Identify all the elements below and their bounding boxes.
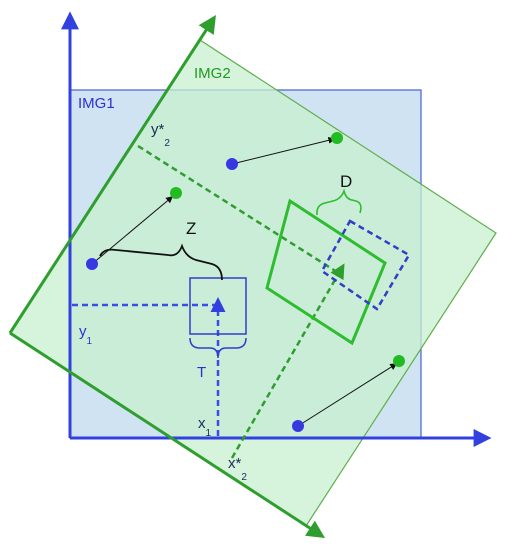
point-blue-2 <box>86 258 98 270</box>
img2-x-axis <box>9 331 326 538</box>
match-arrow-3 <box>297 363 398 427</box>
transformed-template-box <box>320 219 411 311</box>
t-brace <box>189 337 247 359</box>
point-blue-1 <box>226 158 238 170</box>
template-d-box <box>265 198 387 346</box>
t-label: T <box>197 364 206 381</box>
img1-label: IMG1 <box>78 95 115 112</box>
x1-label: x1 <box>198 415 212 439</box>
point-blue-3 <box>292 420 304 432</box>
match-arrow-2 <box>91 196 174 265</box>
d-label: D <box>340 172 352 191</box>
y-star-label: y*2 <box>151 121 170 149</box>
x2-projection-line <box>230 263 345 459</box>
point-green-1 <box>331 132 343 144</box>
z-brace <box>99 243 223 281</box>
x-star-label: x*2 <box>228 455 247 483</box>
point-green-2 <box>170 187 182 199</box>
z-label: Z <box>186 219 196 238</box>
y1-label: y1 <box>79 323 93 347</box>
img2-y-axis <box>8 14 216 334</box>
template-t-box <box>189 277 247 335</box>
img2-label: IMG2 <box>194 65 231 82</box>
d-brace <box>316 188 362 216</box>
match-arrow-1 <box>231 136 336 165</box>
point-green-3 <box>393 355 405 367</box>
